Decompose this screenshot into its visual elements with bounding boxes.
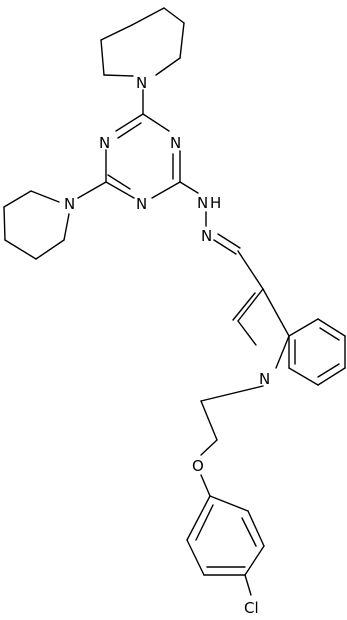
atom-h-hydrazine: H [210, 194, 221, 212]
piperidine-ring-left [3, 190, 70, 260]
atom-n-indole: N [259, 370, 270, 388]
atom-n-triazine-1: N [170, 134, 181, 152]
triazine-ring [105, 113, 181, 199]
atom-cl: Cl [244, 599, 259, 617]
bond-triazine-pip-left [77, 181, 107, 199]
atom-n-imine: N [201, 227, 212, 245]
bond-n-ch2 [200, 385, 264, 402]
bond-ch2-ch2 [200, 400, 218, 441]
atom-o-ether: O [192, 457, 204, 475]
bond-phenyl-cl [244, 574, 252, 596]
atom-n-triazine-3: N [136, 195, 147, 213]
chlorophenyl-ring [186, 495, 265, 576]
indole-benzene-ring [288, 318, 346, 386]
indole-pyrrole-ring [232, 288, 290, 369]
bond-o-phenyl [200, 474, 211, 497]
atom-n-pip-left: N [64, 195, 75, 213]
atom-n-pip-top: N [136, 74, 147, 92]
bond-triazine-nh [179, 181, 199, 194]
bond-ch2-o [200, 439, 218, 456]
piperidine-ring-top [100, 7, 185, 77]
atom-n-triazine-2: N [99, 134, 110, 152]
bond-n-ch-double-b [217, 233, 241, 249]
bond-ch-indole [237, 250, 264, 290]
bond-n-ch-double-a [213, 239, 237, 255]
atom-n-hydrazine-nh: N [197, 194, 208, 212]
